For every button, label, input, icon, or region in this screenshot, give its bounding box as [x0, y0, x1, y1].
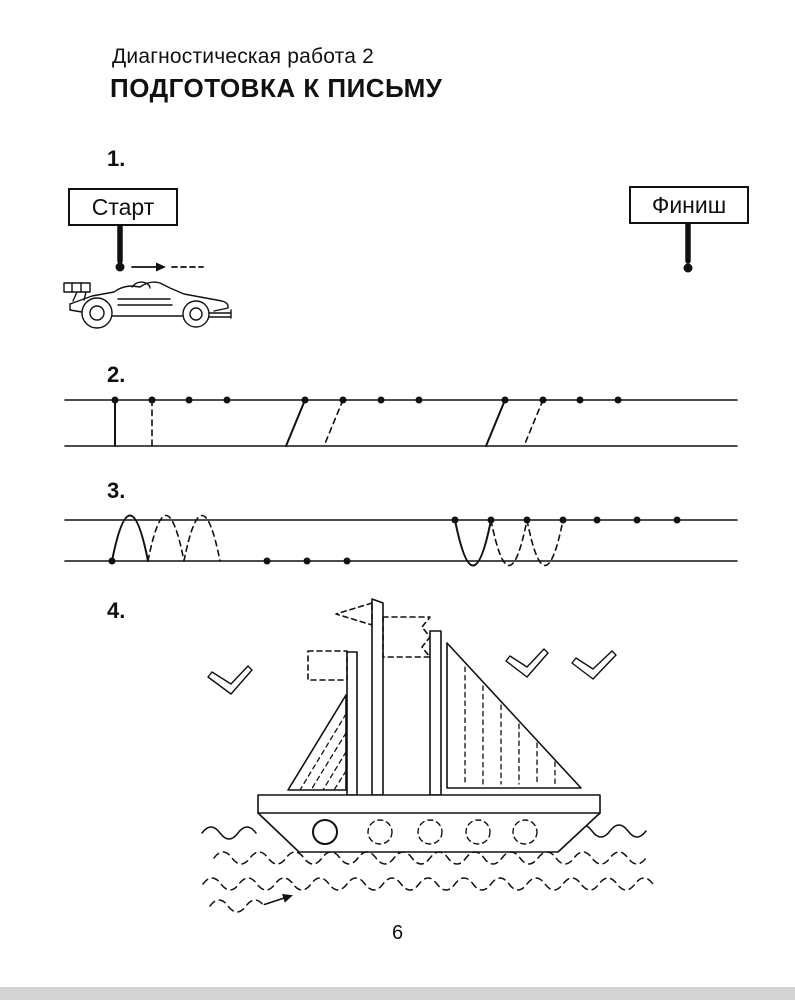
portholes-dashed: [367, 819, 538, 845]
left-mast: [346, 651, 358, 796]
main-mast: [371, 598, 384, 796]
start-label-box: Старт: [68, 188, 178, 226]
sailboat-scene: [201, 598, 654, 913]
water-dashed-waves: [202, 851, 654, 913]
bird-icon: [207, 665, 253, 695]
bird-icon: [505, 648, 549, 678]
start-marker: [115, 220, 204, 272]
worksheet-title: ПОДГОТОВКА К ПИСЬМУ: [110, 73, 443, 103]
zigzag-flag-dashed: [382, 616, 431, 658]
finish-marker: [683, 218, 693, 273]
race-car-drawing: [63, 281, 232, 329]
bird-icon: [571, 650, 617, 680]
exercise-1-number: 1.: [107, 146, 126, 171]
start-arrow-icon: [156, 262, 166, 272]
exercise-4-number: 4.: [107, 598, 126, 623]
left-flag-dashed: [307, 650, 348, 681]
page-edge-shadow: [0, 987, 795, 1000]
boat-hull: [257, 794, 601, 853]
wave-direction-arrow-icon: [263, 894, 293, 906]
right-sail: [446, 642, 582, 789]
exercise-3-number: 3.: [107, 478, 126, 503]
finish-label: Финиш: [651, 191, 727, 218]
exercise-3-tracing: [64, 514, 738, 567]
birds-group: [207, 648, 617, 695]
pennant-flag-dashed: [335, 602, 373, 626]
porthole-solid: [312, 819, 338, 845]
exercise-2-number: 2.: [107, 362, 126, 387]
start-label: Старт: [91, 193, 155, 220]
page-number: 6: [391, 922, 404, 944]
left-sail: [287, 694, 347, 791]
finish-label-box: Финиш: [629, 186, 749, 224]
worksheet-subtitle: Диагностическая работа 2: [112, 45, 375, 68]
exercise-2-tracing: [64, 396, 738, 447]
exercise-3-dots: [108, 516, 681, 565]
second-mast: [429, 630, 442, 796]
